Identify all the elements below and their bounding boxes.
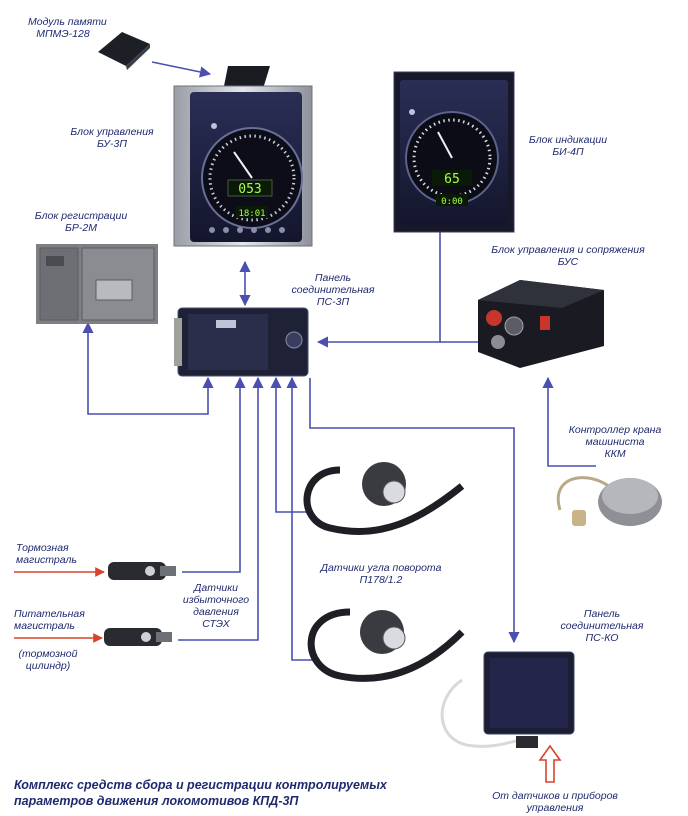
link-coupling-to-crane [542,376,596,467]
coupling-unit-device [478,280,604,368]
connection-panel-ps3p-device [174,307,309,377]
feed-line-label-line1: Питательная [14,608,85,620]
pressure-sensor-2-device [104,628,172,646]
connection-panel-psko-label-line3: ПС-КО [585,632,619,644]
link-sensor2-to-panel [178,376,264,641]
memory-module-label-line2: МПМЭ-128 [36,28,90,40]
crane-controller-label: Контроллер крана машиниста ККМ [560,424,670,460]
link-memory-to-control [151,61,212,78]
angle-sensor-2-device [307,608,465,682]
from-sensors-label-line1: От датчиков и приборов [492,790,618,802]
registration-unit-label: Блок регистрации БР-2М [26,210,136,234]
indication-unit-small-readout: 0:00 [441,197,463,207]
link-sensor1-to-panel [182,376,246,573]
memory-module-device [98,32,150,70]
angle-sensor-1-device [303,462,465,535]
pressure-sensors-label-line2: избыточного [182,594,250,606]
brake-cylinder-label-line1: (тормозной [18,648,78,660]
link-angle2-to-panel [286,376,320,661]
feed-line-label-line2: магистраль [14,620,75,632]
control-unit-label: Блок управления БУ-3П [62,126,162,150]
registration-unit-device [36,244,158,324]
pressure-sensors-label: Датчики избыточного давления СТЭХ [176,582,256,630]
memory-module-label-line1: Модуль памяти [28,16,107,28]
connection-panel-ps3p-label-line1: Панель [314,272,352,284]
registration-unit-label-line1: Блок регистрации [34,210,128,222]
connection-panel-ps3p-label: Панель соединительная ПС-3П [288,272,378,308]
brake-line-label: Тормозная магистраль [16,542,77,566]
crane-controller-label-line3: ККМ [604,448,626,460]
connection-panel-psko-device [440,651,575,748]
registration-unit-label-line2: БР-2М [65,222,97,234]
pressure-sensors-label-line1: Датчики [193,582,239,594]
indication-unit-label-line2: БИ-4П [552,146,584,158]
connection-panel-psko-label-line2: соединительная [560,620,644,632]
memory-module-label: Модуль памяти МПМЭ-128 [28,16,107,40]
indication-unit-readout: 65 [444,172,460,187]
brake-cylinder-label-line2: цилиндр) [25,660,71,672]
diagram-caption-line2: параметров движения локомотивов КПД-3П [14,794,299,808]
coupling-unit-label-line1: Блок управления и сопряжения [491,244,645,256]
control-unit-label-line2: БУ-3П [97,138,127,150]
link-registration-to-panel [82,321,214,415]
indication-unit-device: 65 0:00 [393,71,515,233]
from-sensors-double-arrow [538,744,562,783]
control-unit-readout: 053 [238,182,261,197]
connection-panel-ps3p-label-line3: ПС-3П [316,296,350,308]
control-unit-small-readout: 18:01 [238,209,265,219]
pressure-sensors-label-line3: давления [193,606,239,618]
feed-line-label: Питательная магистраль [14,608,85,632]
link-angle1-to-panel [270,376,310,513]
control-unit-label-line1: Блок управления [70,126,154,138]
crane-controller-device [556,476,662,526]
brake-line-label-line2: магистраль [16,554,77,566]
crane-controller-label-line1: Контроллер крана [568,424,662,436]
input-arrows [14,567,562,783]
control-unit-device: 053 18:01 [173,66,313,247]
from-sensors-label-line2: управления [526,802,584,814]
coupling-unit-label: Блок управления и сопряжения БУС [476,244,660,268]
pressure-sensor-1-device [108,562,176,580]
diagram-caption-line1: Комплекс средств сбора и регистрации кон… [14,778,387,792]
angle-sensors-label: Датчики угла поворота П178/1.2 [308,562,454,586]
angle-sensors-label-line2: П178/1.2 [359,574,403,586]
connector-lines [82,61,596,661]
from-sensors-label: От датчиков и приборов управления [490,790,620,814]
brake-line-label-line1: Тормозная [16,542,69,554]
connection-panel-ps3p-label-line2: соединительная [291,284,375,296]
crane-controller-label-line2: машиниста [585,436,645,448]
pressure-sensors-label-line4: СТЭХ [202,618,230,630]
indication-unit-label: Блок индикации БИ-4П [518,134,618,158]
indication-unit-label-line1: Блок индикации [528,134,608,146]
angle-sensors-label-line1: Датчики угла поворота [320,562,442,574]
coupling-unit-label-line2: БУС [557,256,579,268]
brake-cylinder-label: (тормозной цилиндр) [12,648,84,672]
link-panel-to-psko [309,378,520,644]
connection-panel-psko-label-line1: Панель [583,608,621,620]
connection-panel-psko-label: Панель соединительная ПС-КО [552,608,652,644]
